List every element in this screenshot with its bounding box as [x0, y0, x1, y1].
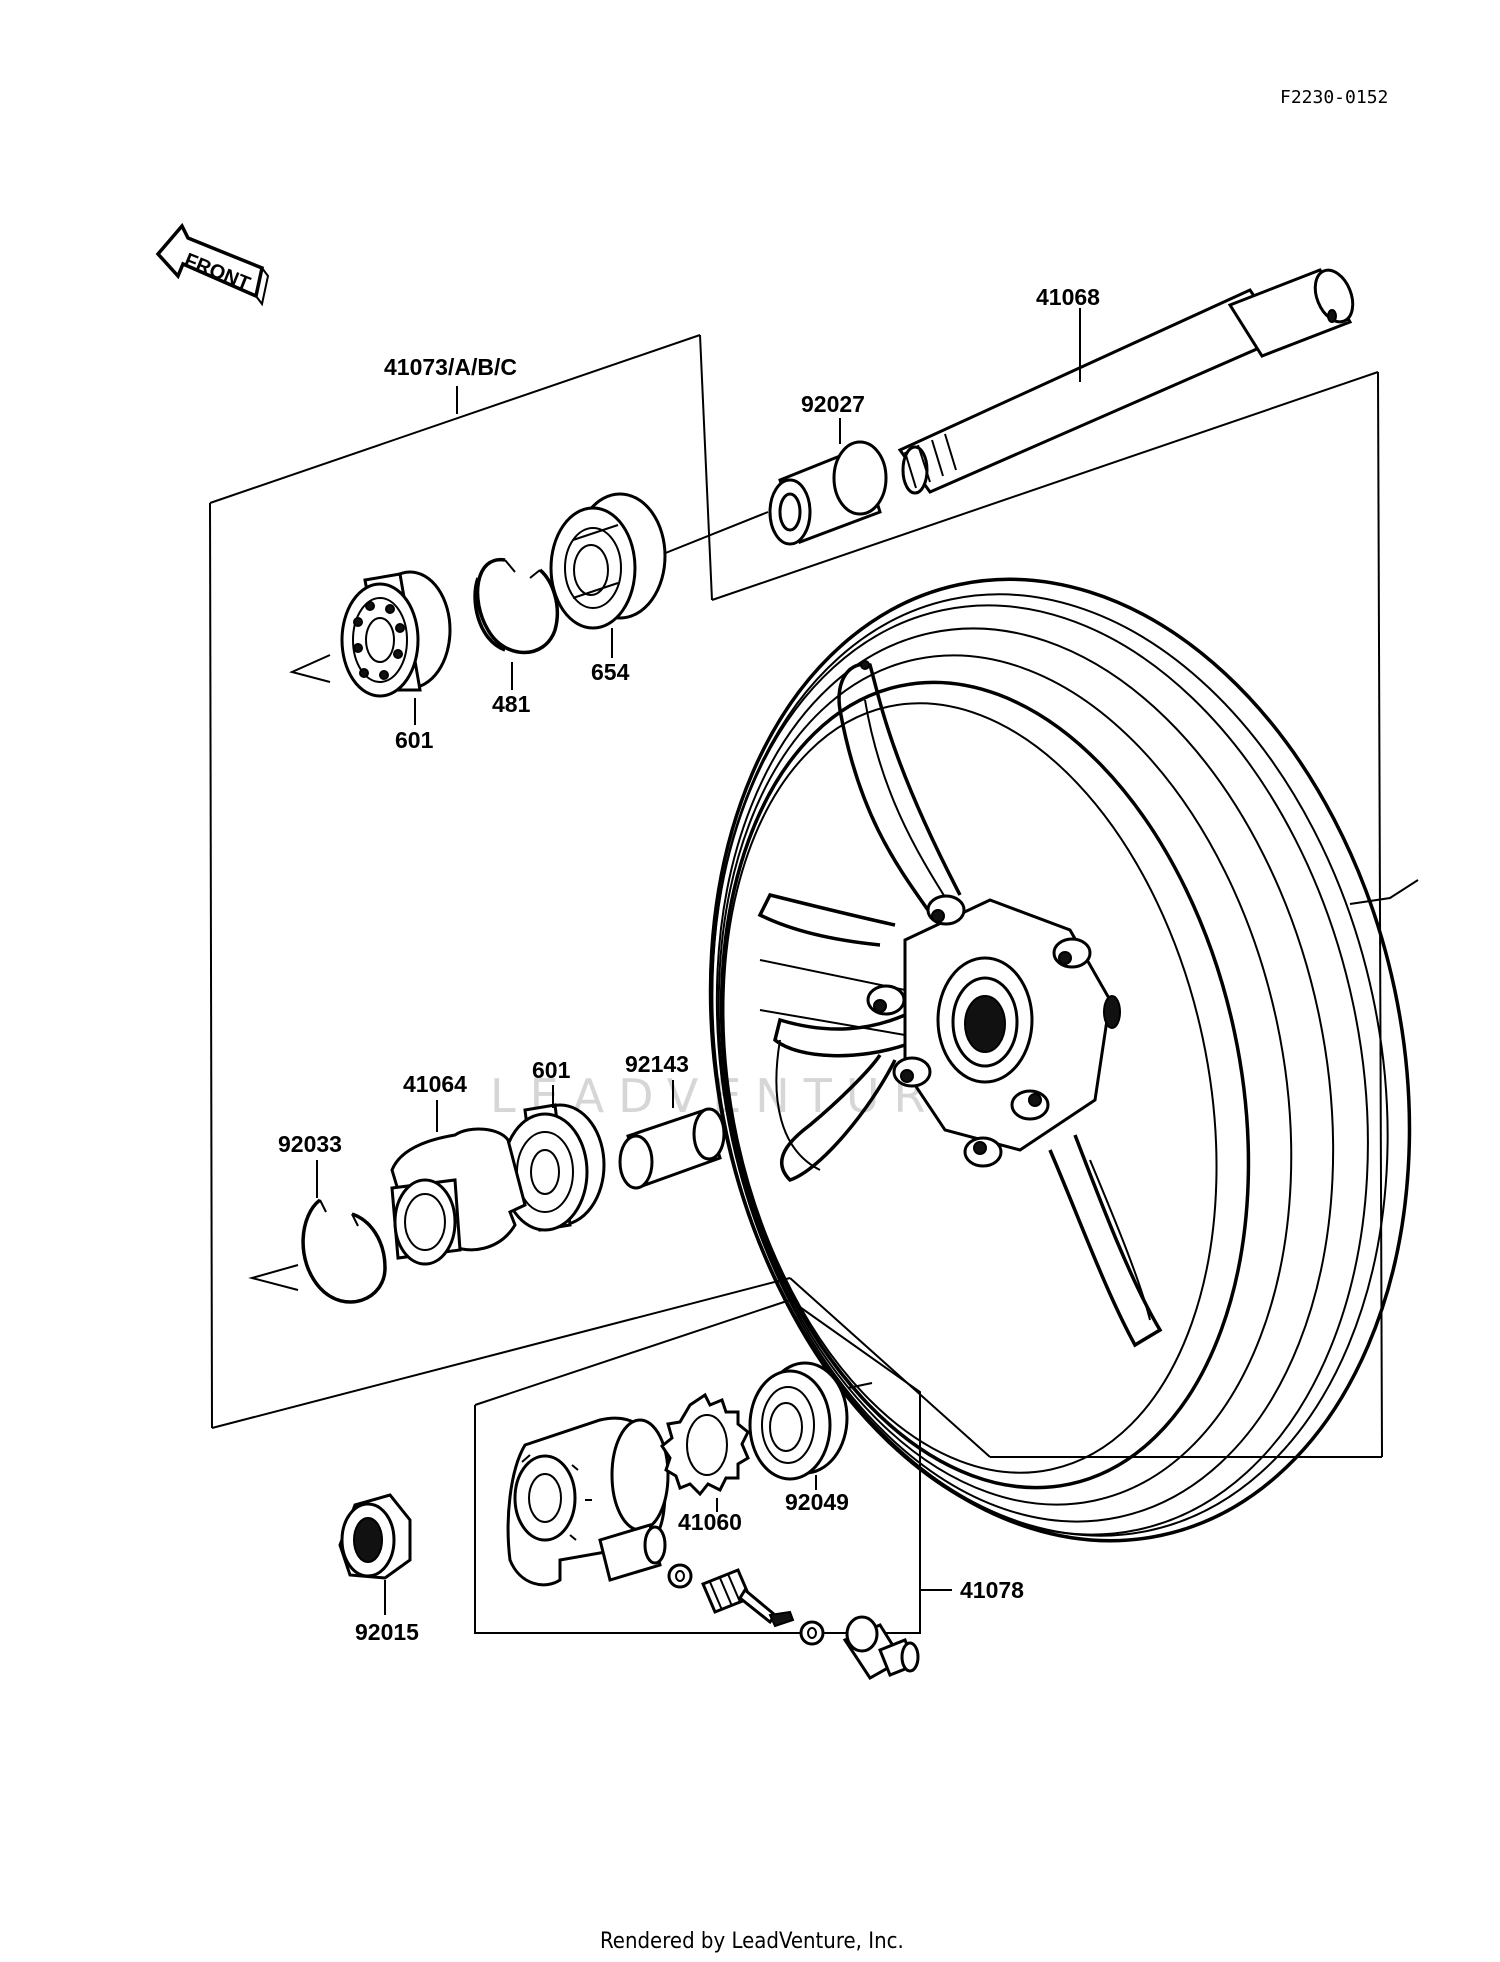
washer-small-left [667, 1563, 693, 1589]
bracket-41073 [209, 334, 1383, 1458]
label-654: 654 [591, 659, 630, 685]
label-92027: 92027 [801, 391, 865, 417]
nut-92015 [338, 1493, 412, 1580]
direction-tick-left-top [289, 654, 331, 683]
spacer-92143 [618, 1107, 726, 1190]
gear-41060 [659, 1392, 750, 1497]
gear-cover-41064 [390, 1127, 527, 1266]
wheel-spokes [757, 662, 1163, 1348]
bearing-601-mid [501, 1103, 606, 1232]
label-92143: 92143 [625, 1051, 689, 1077]
label-92033: 92033 [278, 1131, 342, 1157]
collar-92027 [768, 440, 888, 546]
reference-code: F2230-0152 [1280, 87, 1388, 108]
circlip-481 [473, 558, 560, 655]
axle-41068 [897, 268, 1355, 495]
drive-shaft [701, 1568, 795, 1628]
label-92049: 92049 [785, 1489, 849, 1515]
axis-line-92027 [647, 511, 769, 561]
bracket-41078 [474, 1298, 952, 1634]
label-41073: 41073/A/B/C [384, 354, 517, 380]
front-arrow-icon: FRONT [155, 222, 270, 307]
bushing [842, 1615, 920, 1680]
direction-tick-left-mid [248, 1264, 299, 1291]
wheel-rim [708, 577, 1412, 1543]
label-41060: 41060 [678, 1509, 742, 1535]
seal-92049 [748, 1361, 849, 1481]
label-41078: 41078 [960, 1577, 1024, 1603]
bearing-601-top [340, 570, 452, 698]
washer-small-right [799, 1620, 825, 1646]
wheel-hub [860, 660, 1121, 1168]
front-arrow-label: FRONT [181, 249, 253, 295]
label-601-top: 601 [395, 727, 434, 753]
label-41068: 41068 [1036, 284, 1100, 310]
direction-tick-right [1349, 879, 1419, 905]
label-481: 481 [492, 691, 531, 717]
bearing-654 [549, 492, 667, 630]
circlip-92033 [301, 1198, 387, 1304]
label-41064: 41064 [403, 1071, 467, 1097]
label-601-mid: 601 [532, 1057, 571, 1083]
gearbox-housing [506, 1416, 670, 1587]
label-92015: 92015 [355, 1619, 419, 1645]
footer-credit: Rendered by LeadVenture, Inc. [600, 1929, 904, 1954]
